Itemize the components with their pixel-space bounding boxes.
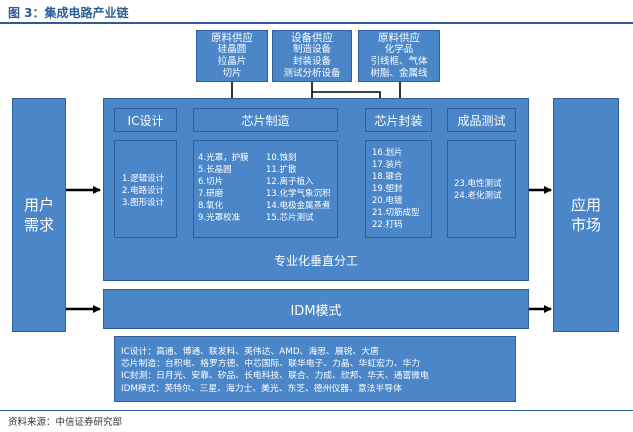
packaging-step: 22.打码: [372, 220, 403, 230]
app-market-line1: 应用: [570, 196, 601, 214]
companies-line: 芯片制造：台积电、格罗方德、中芯国际、联华电子、力晶、华虹宏力、华力: [121, 359, 421, 370]
stage-chip-manufacturing: 芯片制造: [193, 108, 338, 132]
supplier-equipment: 设备供应 制造设备 封装设备 测试分析设备: [272, 30, 352, 82]
app-market-line2: 市场: [570, 216, 601, 234]
supplier-item: 拉晶片: [217, 56, 247, 67]
packaging-step: 17.装片: [372, 160, 403, 170]
user-demand-line1: 用户: [23, 196, 54, 214]
design-step: 2.电路设计: [122, 186, 165, 196]
figure-title: 图 3：集成电路产业链: [8, 6, 129, 20]
manufacturing-step: 9.光罩校准: [198, 213, 241, 223]
manufacturing-step: 10.蚀刻: [266, 153, 297, 163]
manufacturing-step: 15.芯片测试: [266, 213, 314, 223]
manufacturing-step: 4.光罩，护膜: [198, 153, 249, 163]
stage-chip-packaging: 芯片封装: [365, 108, 432, 132]
supplier-item: 引线框、气体: [370, 56, 428, 67]
packaging-step: 21.切筋成型: [372, 208, 420, 218]
supplier-item: 切片: [222, 68, 242, 79]
companies-line: IDM模式：英特尔、三星、海力士、美光、东芝、德州仪器、意法半导体: [121, 383, 402, 394]
manufacturing-step: 6.切片: [198, 177, 224, 187]
companies-line: IC封测：日月光、安靠、矽品、长电科技、联合、力成、欣邦、华天、通富微电: [121, 371, 429, 382]
test-step: 24.老化测试: [454, 191, 502, 201]
user-demand-box: 用户 需求: [12, 98, 66, 332]
manufacturing-step: 5.长晶圆: [198, 165, 232, 175]
design-step: 3.图形设计: [122, 198, 165, 208]
manufacturing-step: 11.扩散: [266, 165, 297, 175]
manufacturing-step: 13.化学气象沉积: [266, 189, 331, 199]
supplier-heading: 原料供应: [211, 32, 253, 44]
manufacturing-steps-box: 4.光罩，护膜 5.长晶圆 6.切片 7.研磨 8.氧化 9.光罩校准 10.蚀…: [193, 140, 338, 238]
manufacturing-step: 8.氧化: [198, 201, 224, 211]
source-note: 资料来源：中信证券研究部: [8, 417, 123, 428]
application-market-box: 应用 市场: [553, 98, 619, 332]
manufacturing-step: 12.离子植入: [266, 177, 314, 187]
manufacturing-step: 7.研磨: [198, 189, 224, 199]
supplier-item: 封装设备: [292, 56, 331, 67]
ic-design-steps-box: 1.逻辑设计 2.电路设计 3.图形设计: [114, 140, 177, 238]
companies-line: IC设计：高通、博通、联发科、英伟达、AMD、海思、展锐、大唐: [121, 347, 379, 357]
supplier-item: 硅晶圆: [217, 44, 247, 55]
title-divider: [0, 22, 633, 24]
supplier-item: 化学品: [384, 44, 414, 55]
companies-box: IC设计：高通、博通、联发科、英伟达、AMD、海思、展锐、大唐 芯片制造：台积电…: [114, 336, 516, 402]
source-divider: [0, 410, 633, 411]
user-demand-line2: 需求: [23, 216, 54, 234]
idm-mode-box: IDM模式: [103, 289, 529, 329]
test-step: 23.电性测试: [454, 179, 502, 189]
supplier-heading: 设备供应: [290, 32, 333, 44]
supplier-raw-materials-chemicals: 原料供应 化学品 引线框、气体 树脂、金属线: [358, 30, 440, 82]
stage-ic-design: IC设计: [114, 108, 177, 132]
supplier-item: 树脂、金属线: [370, 68, 428, 79]
packaging-step: 16.划片: [372, 148, 403, 158]
manufacturing-step: 14.电极金属蒸煮: [266, 201, 331, 211]
packaging-step: 19.塑封: [372, 184, 403, 194]
stage-final-test: 成品测试: [447, 108, 516, 132]
design-step: 1.逻辑设计: [122, 174, 165, 184]
supplier-raw-materials-wafer: 原料供应 硅晶圆 拉晶片 切片: [196, 30, 268, 82]
packaging-steps-box: 16.划片 17.装片 18.键合 19.塑封 20.电镀 21.切筋成型 22…: [365, 140, 432, 238]
supplier-heading: 原料供应: [377, 32, 420, 44]
supplier-item: 制造设备: [292, 44, 331, 55]
packaging-step: 18.键合: [372, 172, 403, 182]
specialization-label: 专业化垂直分工: [273, 253, 358, 268]
supplier-item: 测试分析设备: [283, 68, 341, 79]
test-steps-box: 23.电性测试 24.老化测试: [447, 140, 516, 238]
packaging-step: 20.电镀: [372, 196, 403, 206]
